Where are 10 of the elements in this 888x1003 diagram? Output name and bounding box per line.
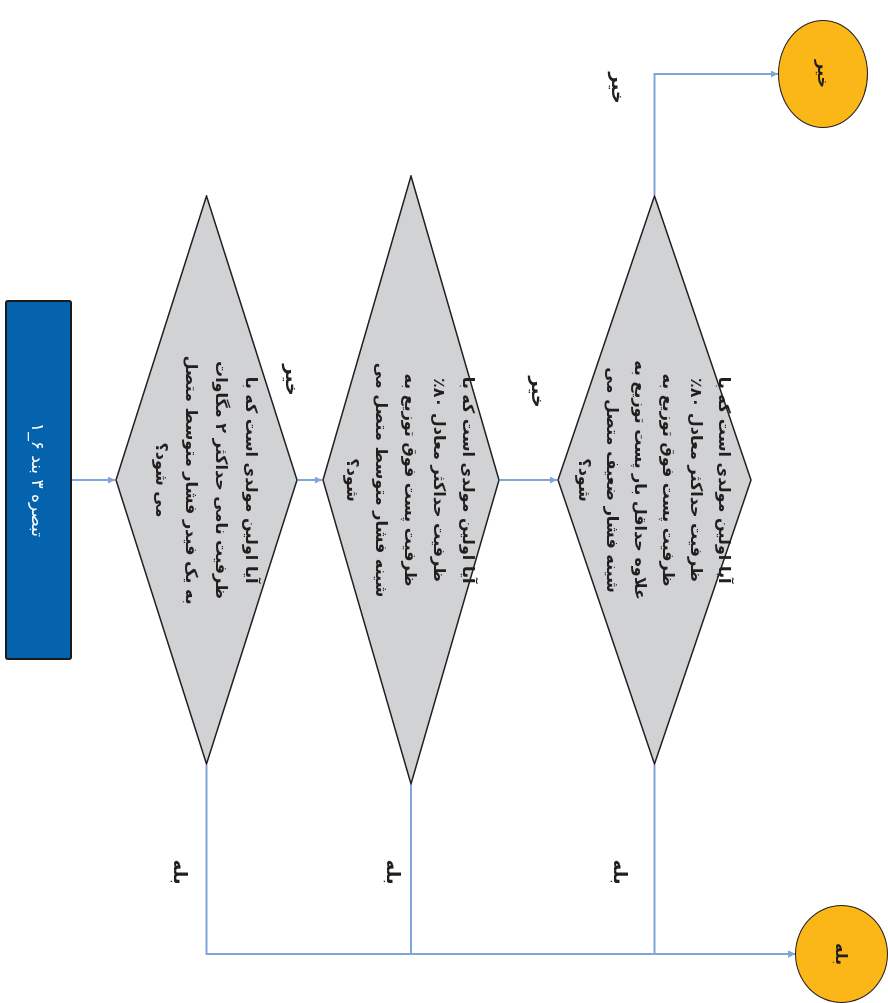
arrow: [653, 70, 779, 196]
terminal-text: خیر: [813, 60, 834, 88]
terminal-text: بله: [831, 942, 853, 966]
arrow: [499, 476, 558, 484]
arrow: [297, 476, 323, 484]
arrow: [71, 476, 116, 484]
title-text: تبصره ۳ بند ۶_۱: [26, 423, 50, 537]
arrow: [653, 764, 796, 958]
question-text: آیا اولین مولدی است که با ظرفیت حداکثر معادل ۸۰٪ ظرفیت پست فوق توزیع به شینه فشار متوسط متصل می شود؟: [342, 361, 480, 600]
question-text: آیا اولین مولدی است که با ظرفیت نامی حداکثر ۲ مگاوات به یک فیدر فشار متوسط متصل می شود؟: [151, 355, 263, 605]
